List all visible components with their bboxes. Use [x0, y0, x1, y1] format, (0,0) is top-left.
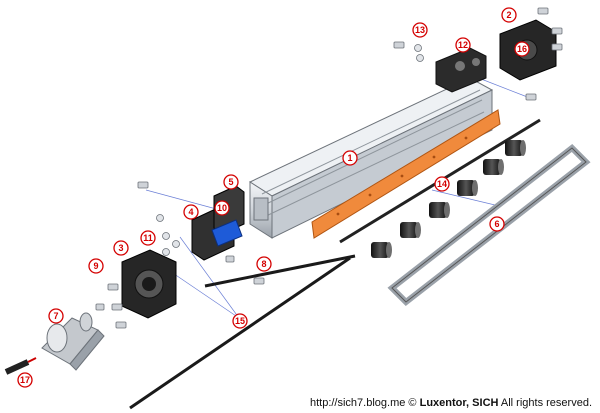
callout-17: 17 [17, 372, 33, 388]
callout-6: 6 [489, 216, 505, 232]
motor-bracket [191, 185, 245, 261]
callout-10: 10 [214, 200, 230, 216]
callout-13: 13 [412, 22, 428, 38]
orange-strip [311, 109, 501, 239]
callout-12: 12 [455, 37, 471, 53]
copyright-symbol: © [408, 397, 417, 409]
belt-upper [204, 254, 356, 288]
credit-separator: , [466, 397, 470, 409]
svg-text:5: 5 [228, 177, 233, 187]
left-end-cap [121, 249, 177, 319]
svg-text:11: 11 [143, 233, 153, 243]
svg-text:2: 2 [506, 10, 511, 20]
washers [156, 44, 424, 256]
svg-text:6: 6 [494, 219, 499, 229]
svg-text:14: 14 [437, 179, 447, 189]
callout-2: 2 [501, 7, 517, 23]
callout-16: 16 [514, 41, 530, 57]
svg-text:7: 7 [53, 311, 58, 321]
svg-text:15: 15 [235, 316, 245, 326]
callout-7: 7 [48, 308, 64, 324]
callout-1: 1 [342, 150, 358, 166]
callout-markers: 1 2 3 4 5 6 7 8 9 10 11 12 13 14 15 16 1… [17, 7, 530, 388]
credit-url[interactable]: http://sich7.blog.me [309, 397, 406, 409]
screws [95, 7, 563, 329]
svg-text:8: 8 [261, 259, 266, 269]
credit-owner: SICH [472, 397, 499, 409]
svg-text:1: 1 [347, 153, 352, 163]
rollers [371, 140, 526, 258]
callout-15: 15 [232, 313, 248, 329]
callout-5: 5 [223, 174, 239, 190]
svg-text:3: 3 [118, 243, 123, 253]
svg-text:9: 9 [93, 261, 98, 271]
belt-lower [129, 256, 351, 410]
copyright-credit: http://sich7.blog.me © Luxentor, SICH Al… [310, 397, 592, 409]
cable-end [4, 357, 37, 375]
svg-text:4: 4 [188, 207, 193, 217]
belt-frame [387, 144, 591, 306]
cable-gland [41, 312, 105, 371]
svg-text:10: 10 [217, 203, 227, 213]
svg-text:17: 17 [20, 375, 30, 385]
callout-8: 8 [256, 256, 272, 272]
callout-9: 9 [88, 258, 104, 274]
callout-11: 11 [140, 230, 156, 246]
callout-14: 14 [434, 176, 450, 192]
callout-3: 3 [113, 240, 129, 256]
svg-text:12: 12 [458, 40, 468, 50]
svg-text:13: 13 [415, 25, 425, 35]
credit-rights: All rights reserved. [500, 397, 592, 409]
aluminium-profile-rail [248, 77, 494, 239]
credit-brand: Luxentor [419, 397, 467, 409]
callout-4: 4 [183, 204, 199, 220]
svg-text:16: 16 [517, 44, 527, 54]
